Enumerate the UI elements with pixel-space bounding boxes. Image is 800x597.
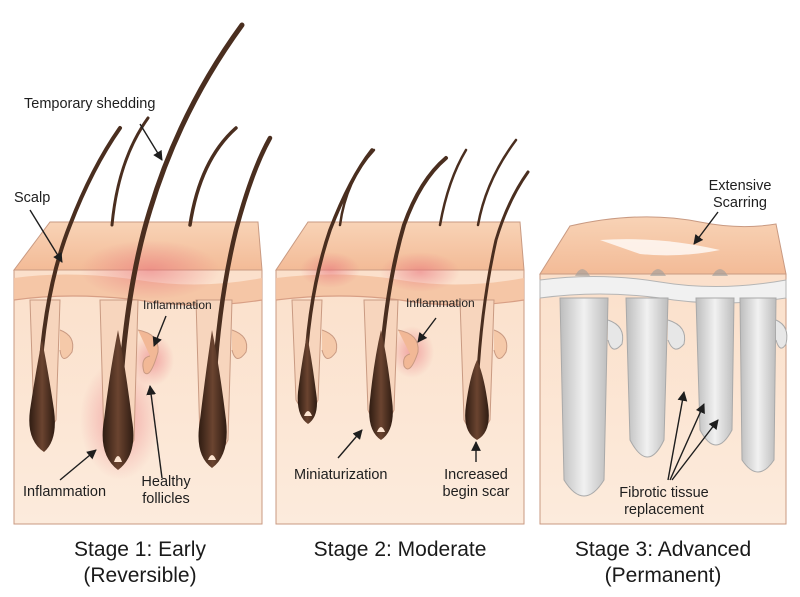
- label-miniaturization: Miniaturization: [294, 467, 388, 483]
- label-scalp: Scalp: [14, 190, 51, 206]
- label-healthy-follicles: Healthy follicles: [141, 474, 190, 508]
- label-increased-line2: begin scar: [442, 484, 510, 500]
- panel-stage-2: [275, 138, 530, 525]
- label-healthy-line1: Healthy: [141, 474, 191, 490]
- label-inflammation-stage2: Inflammation: [406, 296, 475, 310]
- inflammation-glow: [300, 252, 360, 288]
- caption-stage-2-title: Stage 2: Moderate: [313, 538, 487, 561]
- label-extensive-line1: Extensive: [708, 178, 772, 194]
- label-healthy-line2: follicles: [142, 491, 190, 507]
- caption-stage-3-title: Stage 3: Advanced: [574, 538, 752, 561]
- label-fibrotic-line2: replacement: [624, 502, 704, 518]
- label-fibrotic-line1: Fibrotic tissue: [619, 485, 709, 501]
- caption-stage-1-title: Stage 1: Early: [74, 538, 206, 561]
- caption-stage-1-subtitle: (Reversible): [83, 564, 197, 587]
- panel-stage-3: [539, 211, 788, 525]
- inflammation-glow: [380, 252, 460, 292]
- scar-patch: [600, 239, 720, 256]
- inflammation-glow: [80, 240, 220, 300]
- caption-stage-1: Stage 1: Early (Reversible): [10, 537, 270, 589]
- label-extensive-scarring: Extensive Scarring: [709, 178, 772, 212]
- label-inflammation-follicle: Inflammation: [143, 298, 212, 312]
- label-inflammation-bulb: Inflammation: [23, 484, 107, 500]
- label-increased-begin-scar: Increased begin scar: [443, 467, 510, 501]
- panel-stage-1: [13, 22, 273, 525]
- caption-stage-3: Stage 3: Advanced (Permanent): [533, 537, 793, 589]
- caption-stage-3-subtitle: (Permanent): [604, 564, 722, 587]
- label-fibrotic-tissue: Fibrotic tissue replacement: [619, 485, 708, 519]
- caption-stage-2: Stage 2: Moderate: [270, 537, 530, 563]
- label-extensive-line2: Scarring: [713, 195, 767, 211]
- label-increased-line1: Increased: [444, 467, 508, 483]
- label-temporary-shedding: Temporary shedding: [24, 96, 156, 112]
